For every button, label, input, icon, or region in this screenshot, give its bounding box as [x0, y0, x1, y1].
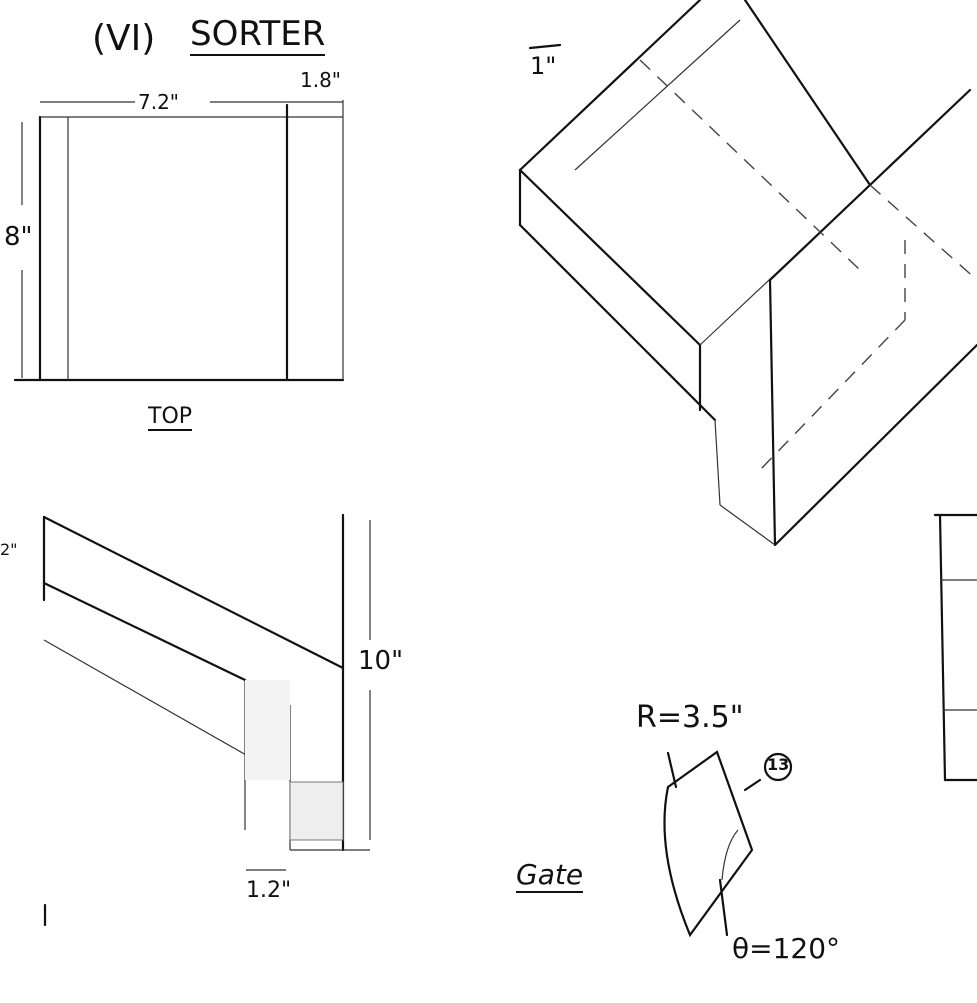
gate-label: Gate [516, 858, 584, 893]
gate-drawing [663, 750, 793, 938]
gate-angle: θ=120° [732, 932, 841, 965]
gate-radius: R=3.5" [636, 700, 744, 735]
right-partial-view [933, 513, 977, 782]
top-view [13, 100, 345, 382]
iso-view [518, 0, 977, 547]
side-view [42, 513, 371, 927]
page-title: SORTER [190, 14, 326, 56]
dim-top: 2" [0, 540, 18, 559]
part-number: 13 [767, 755, 790, 774]
dim-height: 8" [4, 222, 33, 252]
dim-step: 1.2" [246, 878, 292, 903]
view-label-top: TOP [148, 404, 193, 431]
dim-iso: 1" [530, 52, 557, 80]
dim-width-main: 7.2" [138, 90, 180, 114]
dim-side-height: 10" [358, 646, 404, 676]
part-circle [763, 752, 793, 782]
section-number: (VI) [92, 18, 156, 59]
dim-width-side: 1.8" [300, 68, 342, 92]
